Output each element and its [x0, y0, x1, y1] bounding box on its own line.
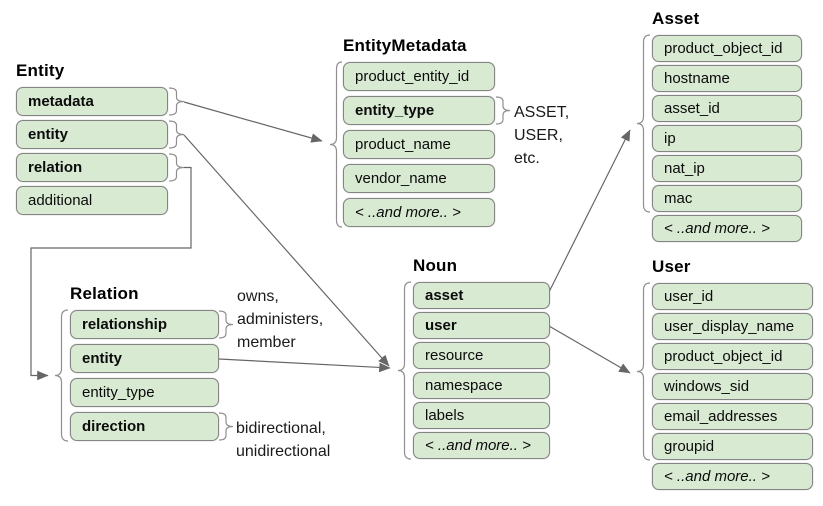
annotation-relationship-values: owns, administers, member	[237, 285, 323, 354]
relation-title: Relation	[70, 284, 139, 303]
field-asset-product-object-id: product_object_id	[652, 35, 802, 62]
brace-relation-group	[54, 309, 69, 442]
annotation-line: administers,	[237, 311, 324, 328]
field-hostname: hostname	[652, 65, 802, 92]
field-labels: labels	[413, 402, 550, 429]
field-nat-ip: nat_ip	[652, 155, 802, 182]
arrow-relation-to-relation-group	[30, 166, 192, 381]
field-relation-entity-type: entity_type	[70, 378, 219, 407]
arrow-metadata-to-entitymetadata	[183, 101, 323, 143]
field-resource: resource	[413, 342, 550, 369]
field-user-and-more: < ..and more.. >	[652, 463, 813, 490]
field-entity-relation: relation	[16, 153, 168, 182]
brace-entitymetadata-group	[329, 61, 343, 228]
annotation-line: member	[237, 334, 296, 351]
field-direction: direction	[70, 412, 219, 441]
field-email-addresses: email_addresses	[652, 403, 813, 430]
arrow-noun-user-to-user	[548, 325, 631, 374]
brace-user-group	[636, 282, 651, 461]
arrow-noun-asset-to-asset	[548, 129, 631, 293]
annotation-line: etc.	[514, 150, 540, 167]
field-windows-sid: windows_sid	[652, 373, 813, 400]
field-noun-and-more: < ..and more.. >	[413, 432, 550, 459]
field-asset-id: asset_id	[652, 95, 802, 122]
annotation-line: unidirectional	[236, 443, 331, 460]
annotation-line: USER,	[514, 127, 563, 144]
annotation-line: owns,	[237, 288, 279, 305]
relation-table: Relation relationship entity entity_type…	[70, 284, 219, 446]
brace-direction-field	[218, 412, 234, 441]
field-noun-asset: asset	[413, 282, 550, 309]
arrow-entity-to-noun	[183, 134, 390, 367]
field-relation-entity: entity	[70, 344, 219, 373]
field-entity-metadata: metadata	[16, 87, 168, 116]
noun-title: Noun	[413, 256, 458, 275]
entity-title: Entity	[16, 61, 65, 80]
brace-entity-type-field	[495, 96, 511, 125]
brace-entity-entity-field	[168, 120, 185, 149]
field-product-name: product_name	[343, 130, 495, 159]
field-emeta-and-more: < ..and more.. >	[343, 198, 495, 227]
field-relationship: relationship	[70, 310, 219, 339]
brace-noun-group	[397, 281, 412, 460]
annotation-line: ASSET,	[514, 104, 570, 121]
field-vendor-name: vendor_name	[343, 164, 495, 193]
annotation-line: bidirectional,	[236, 420, 326, 437]
brace-entity-relation-field	[168, 153, 185, 182]
field-entity-type: entity_type	[343, 96, 495, 125]
field-groupid: groupid	[652, 433, 813, 460]
field-asset-and-more: < ..and more.. >	[652, 215, 802, 242]
field-namespace: namespace	[413, 372, 550, 399]
entity-table: Entity metadata entity relation addition…	[16, 61, 168, 219]
asset-title: Asset	[652, 9, 700, 28]
annotation-entity-type-values: ASSET, USER, etc.	[514, 101, 569, 170]
user-title: User	[652, 257, 691, 276]
field-noun-user: user	[413, 312, 550, 339]
field-ip: ip	[652, 125, 802, 152]
brace-asset-group	[636, 34, 651, 213]
field-entity-entity: entity	[16, 120, 168, 149]
entitymetadata-title: EntityMetadata	[343, 36, 467, 55]
field-user-id: user_id	[652, 283, 813, 310]
field-mac: mac	[652, 185, 802, 212]
brace-entity-metadata-field	[168, 87, 185, 116]
field-entity-additional: additional	[16, 186, 168, 215]
field-product-entity-id: product_entity_id	[343, 62, 495, 91]
field-user-display-name: user_display_name	[652, 313, 813, 340]
noun-table: Noun asset user resource namespace label…	[413, 256, 550, 462]
asset-table: Asset product_object_id hostname asset_i…	[652, 9, 802, 245]
annotation-direction-values: bidirectional, unidirectional	[236, 417, 330, 463]
brace-relationship-field	[218, 310, 234, 339]
field-user-product-object-id: product_object_id	[652, 343, 813, 370]
entitymetadata-table: EntityMetadata product_entity_id entity_…	[343, 36, 495, 232]
arrow-relation-entity-to-noun	[218, 358, 391, 373]
user-table: User user_id user_display_name product_o…	[652, 257, 813, 493]
